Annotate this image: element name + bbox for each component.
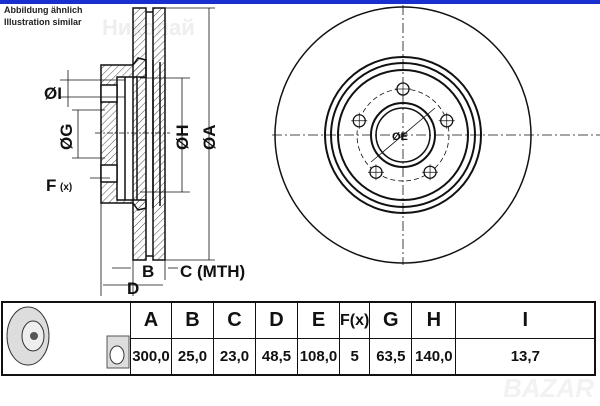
top-bar [0, 0, 600, 4]
label-h: ØH [173, 125, 192, 151]
disc-front-view [272, 5, 600, 265]
label-i: ØI [44, 84, 62, 103]
disc-thumbnail-cell [1, 301, 131, 376]
disc-cross-section [100, 7, 166, 261]
value-b: 25,0 [171, 338, 214, 376]
label-b: B [142, 262, 154, 281]
header-e: E [297, 301, 340, 339]
header-f: F(x) [338, 301, 371, 339]
header-g: G [369, 301, 413, 339]
technical-drawing: ØI ØG F (x) ØH ØA B C (MTH) D ØE [44, 5, 600, 298]
note-en: Illustration similar [4, 17, 82, 27]
value-d: 48,5 [255, 338, 298, 376]
header-c: C [213, 301, 256, 339]
header-a: A [130, 301, 172, 339]
value-e: 108,0 [297, 338, 340, 376]
dimensions-table: A B C D E F(x) G H I 300,0 25,0 23,0 48,… [1, 301, 597, 376]
value-a: 300,0 [130, 338, 172, 376]
value-h: 140,0 [411, 338, 457, 376]
label-f-sub: (x) [60, 182, 72, 193]
label-e: ØE [392, 131, 408, 143]
disc-thumbnail-icon [6, 306, 130, 369]
label-c: C (MTH) [180, 262, 245, 281]
dimension-lines [60, 7, 215, 296]
value-i: 13,7 [455, 338, 596, 376]
note-de: Abbildung ähnlich [4, 5, 83, 15]
header-h: H [411, 301, 457, 339]
value-g: 63,5 [369, 338, 413, 376]
value-f: 5 [338, 338, 371, 376]
header-b: B [171, 301, 214, 339]
label-f: F [46, 176, 56, 195]
watermark: Николай [102, 15, 195, 40]
header-i: I [455, 301, 596, 339]
watermark-bazar: BAZAR [503, 373, 594, 403]
label-d: D [127, 279, 139, 298]
value-c: 23,0 [213, 338, 256, 376]
header-d: D [255, 301, 298, 339]
label-a: ØA [200, 125, 219, 151]
label-g: ØG [57, 124, 76, 150]
bolt-holes [351, 81, 455, 181]
